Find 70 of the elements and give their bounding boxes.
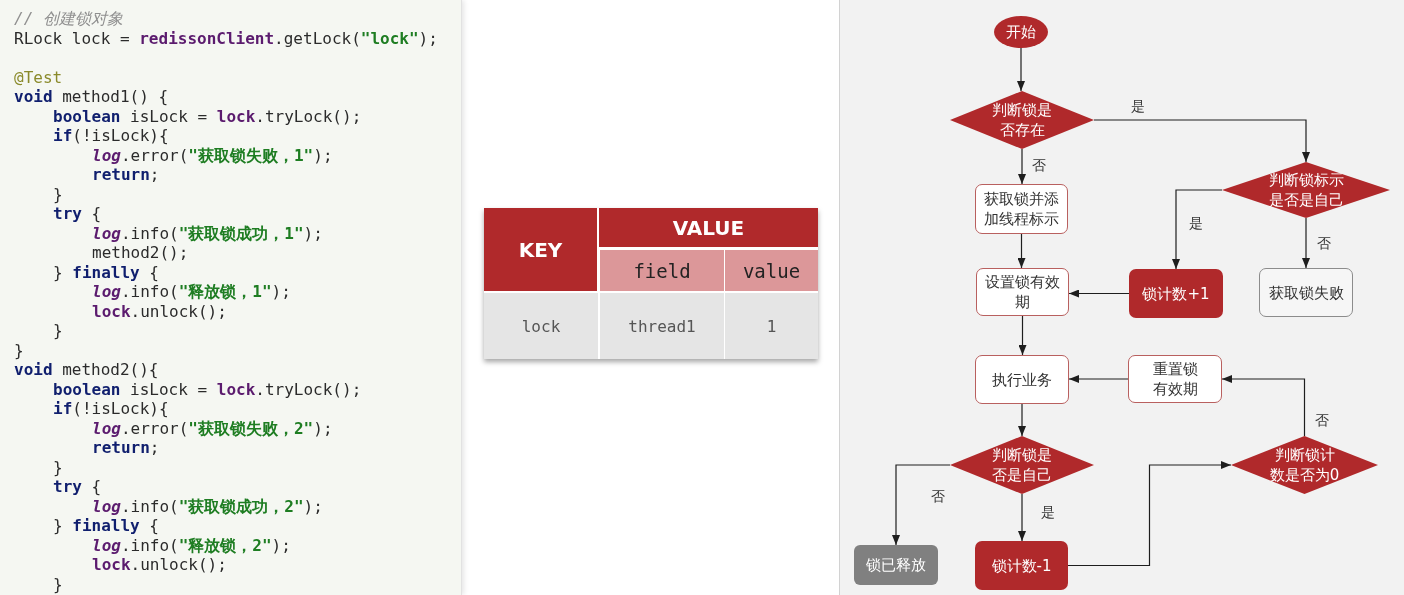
process-box: 锁计数+1 — [1129, 269, 1223, 318]
process-box: 锁计数-1 — [975, 541, 1068, 590]
arrow — [1221, 375, 1306, 437]
table-cell: 1 — [725, 293, 818, 359]
code-line: log.error("获取锁失败，2"); — [92, 418, 333, 438]
code-line: // 创建锁对象 — [14, 9, 123, 28]
code-line: method2(); — [92, 243, 189, 262]
process-box: 获取锁失败 — [1259, 268, 1353, 317]
arrow — [1018, 493, 1026, 542]
edge-label: 否 — [1313, 412, 1331, 428]
process-box: 获取锁并添加线程标示 — [975, 184, 1068, 234]
table-header: field — [600, 250, 724, 291]
code-line: } — [53, 574, 63, 594]
arrow — [892, 464, 951, 546]
edge-label: 是 — [1129, 98, 1147, 114]
code-line: boolean isLock = lock.tryLock(); — [53, 379, 362, 399]
decision-diamond: 判断锁是否是自己 — [950, 436, 1094, 494]
arrow — [1017, 47, 1025, 92]
decision-diamond: 判断锁是否存在 — [950, 91, 1094, 149]
process-box: 重置锁有效期 — [1128, 355, 1222, 403]
code-line: } — [53, 184, 63, 204]
code-line: try { — [53, 477, 102, 496]
code-line: } — [14, 340, 24, 360]
process-box: 设置锁有效期 — [976, 268, 1069, 316]
code-line: log.info("获取锁成功，2"); — [92, 496, 323, 516]
edge-label: 是 — [1039, 504, 1057, 520]
arrow — [1067, 461, 1232, 567]
code-line: lock.unlock(); — [92, 555, 227, 574]
code-line: if(!isLock){ — [53, 399, 169, 418]
arrow — [1018, 148, 1026, 185]
code-line: @Test — [14, 67, 63, 87]
arrow — [1068, 375, 1129, 383]
table-cell: thread1 — [600, 293, 724, 359]
edge-label: 否 — [1315, 235, 1333, 251]
arrow — [1017, 233, 1026, 269]
code-line: try { — [53, 204, 102, 223]
edge-label: 是 — [1187, 215, 1205, 231]
code-line: if(!isLock){ — [53, 126, 169, 145]
arrow — [1018, 403, 1026, 437]
code-line: boolean isLock = lock.tryLock(); — [53, 106, 362, 126]
code-line: log.error("获取锁失败，1"); — [92, 145, 333, 165]
decision-diamond: 判断锁标示是否是自己 — [1222, 162, 1390, 218]
terminal-oval: 开始 — [994, 16, 1048, 48]
code-line: RLock lock = redissonClient.getLock("lock"); — [14, 28, 438, 48]
edge-label: 否 — [1030, 157, 1048, 173]
code-line: } — [53, 457, 63, 477]
process-box: 执行业务 — [975, 355, 1069, 404]
decision-diamond: 判断锁计数是否为0 — [1231, 436, 1378, 494]
arrow — [1093, 119, 1310, 163]
arrow — [1068, 289, 1130, 298]
table-header: KEY — [484, 208, 597, 291]
code-line: log.info("获取锁成功，1"); — [92, 223, 323, 243]
table-header: value — [725, 250, 818, 291]
arrow — [1018, 315, 1027, 356]
code-line: return; — [92, 438, 160, 457]
code-line: void method1() { — [14, 87, 169, 106]
arrow — [1302, 217, 1310, 269]
arrow — [1172, 189, 1223, 270]
code-line: } finally { — [53, 516, 159, 535]
code-line: lock.unlock(); — [92, 301, 227, 321]
table-cell: lock — [484, 293, 598, 359]
code-line: log.info("释放锁，2"); — [92, 535, 291, 555]
code-line: return; — [92, 165, 160, 184]
code-line: log.info("释放锁，1"); — [92, 282, 291, 301]
code-line: } finally { — [53, 262, 159, 282]
process-box: 锁已释放 — [854, 545, 938, 585]
code-line: void method2(){ — [14, 360, 159, 379]
table-header: VALUE — [599, 208, 818, 247]
edge-label: 否 — [929, 488, 947, 504]
code-line: } — [53, 321, 63, 340]
